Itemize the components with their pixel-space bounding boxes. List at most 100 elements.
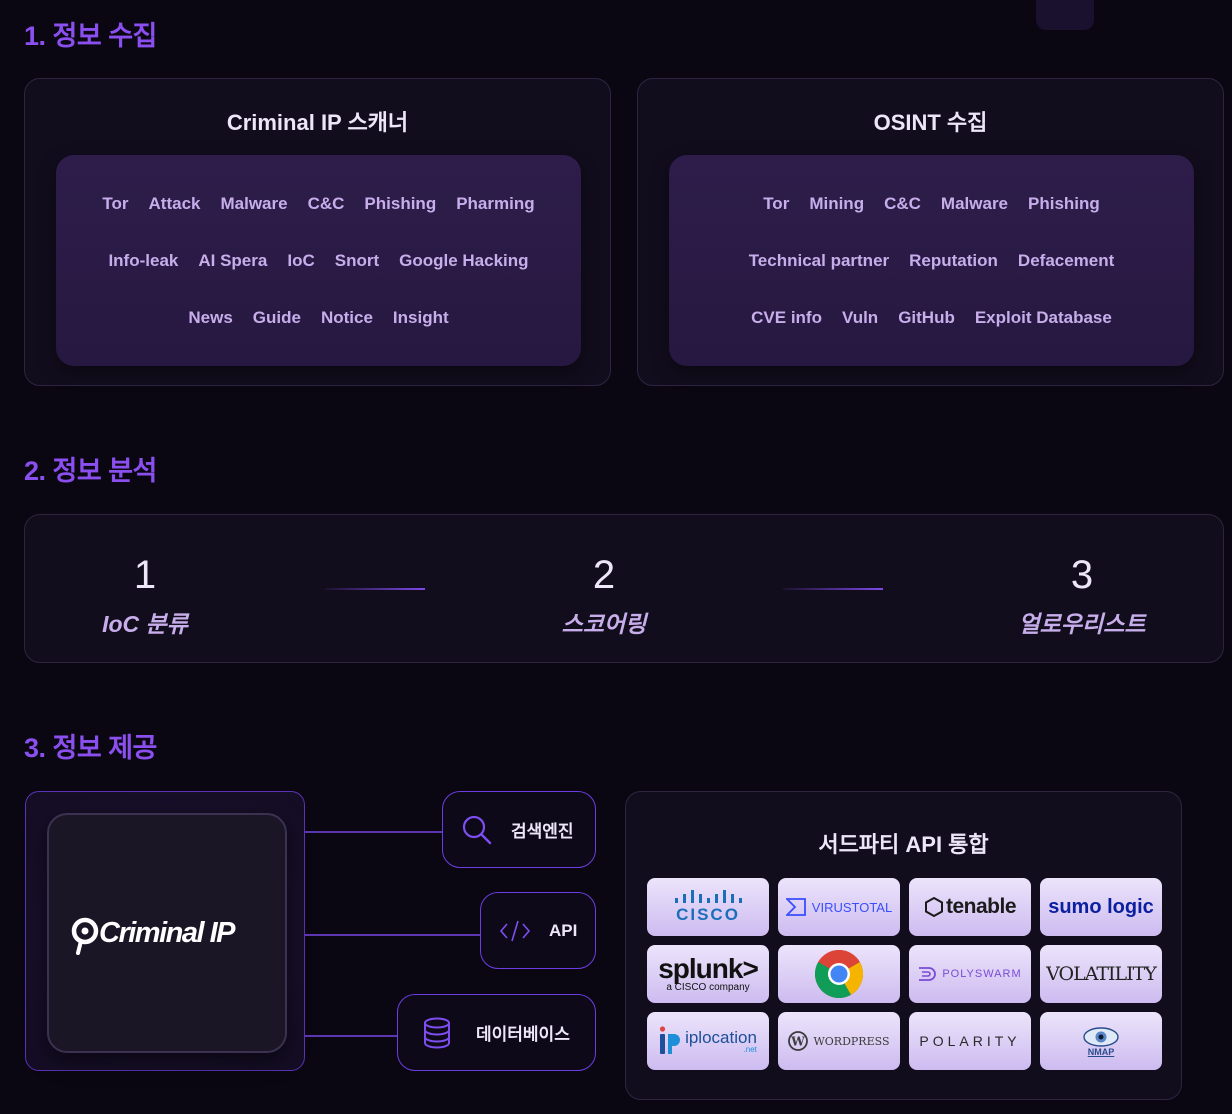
tag[interactable]: C&C [307, 194, 345, 213]
step-ioc: 1 IoC 분류 [45, 555, 245, 639]
third-party-api-card: 서드파티 API 통합 CISCO VIRUSTOTAL tenable sum… [625, 791, 1182, 1100]
tile-text: WORDPRESS [813, 1034, 890, 1048]
svg-text:W: W [791, 1035, 806, 1049]
connector-line [305, 831, 443, 833]
tenable-logo-tile[interactable]: tenable [909, 878, 1031, 936]
tag[interactable]: IoC [287, 251, 315, 270]
criminal-ip-logo: Criminal IP [49, 911, 285, 965]
tile-text: VIRUSTOTAL [811, 899, 893, 915]
tag[interactable]: Insight [392, 308, 449, 327]
cisco-logo-tile[interactable]: CISCO [647, 878, 769, 936]
osint-tag-row-3: CVE info Vuln GitHub Exploit Database [669, 308, 1194, 328]
step-label: 스코어링 [561, 611, 647, 637]
tag[interactable]: Tor [102, 194, 129, 213]
cisco-bars-icon [675, 890, 742, 903]
scanner-tag-row-1: Tor Attack Malware C&C Phishing Pharming [56, 194, 581, 214]
scanner-card: Criminal IP 스캐너 Tor Attack Malware C&C P… [24, 78, 611, 386]
tag[interactable]: Malware [220, 194, 288, 213]
tile-text: POLYSWARM [942, 968, 1022, 980]
tile-text: splunk> [658, 953, 759, 984]
step-scoring: 2 스코어링 [504, 555, 704, 639]
wordpress-icon: W [788, 1031, 809, 1051]
search-engine-label: 검색엔진 [511, 822, 574, 841]
osint-tag-row-1: Tor Mining C&C Malware Phishing [669, 194, 1194, 214]
tile-text: tenable [945, 895, 1017, 918]
tag[interactable]: Exploit Database [974, 308, 1112, 327]
step-label: 얼로우리스트 [1018, 611, 1146, 637]
tag[interactable]: Info-leak [108, 251, 179, 270]
analysis-steps-card: 1 IoC 분류 2 스코어링 3 얼로우리스트 [24, 514, 1224, 663]
api-label: API [549, 920, 578, 940]
tag[interactable]: Phishing [364, 194, 437, 213]
splunk-logo-tile[interactable]: splunk> a CISCO company [647, 945, 769, 1003]
step-number: 3 [1070, 553, 1094, 597]
tile-text: CISCO [676, 905, 740, 924]
tag[interactable]: Pharming [456, 194, 535, 213]
tag[interactable]: News [188, 308, 233, 327]
virustotal-icon [785, 898, 806, 916]
polyswarm-icon [919, 967, 937, 981]
nmap-eye-icon [1083, 1026, 1119, 1047]
tag[interactable]: C&C [884, 194, 921, 213]
tag[interactable]: Snort [334, 251, 380, 270]
sumo-logic-logo-tile[interactable]: sumo logic [1040, 878, 1162, 936]
tag[interactable]: Vuln [841, 308, 879, 327]
connector-line [305, 1035, 398, 1037]
tag[interactable]: Attack [148, 194, 201, 213]
nmap-logo-tile[interactable]: NMAP [1040, 1012, 1162, 1070]
logo-wordmark: Criminal IP [99, 917, 236, 949]
step-number: 2 [592, 553, 616, 597]
chrome-logo-tile[interactable] [778, 945, 900, 1003]
osint-tag-box: Tor Mining C&C Malware Phishing Technica… [669, 155, 1194, 366]
scanner-tag-row-2: Info-leak AI Spera IoC Snort Google Hack… [56, 251, 581, 271]
tag[interactable]: AI Spera [198, 251, 268, 270]
tag[interactable]: Mining [809, 194, 865, 213]
tag[interactable]: Defacement [1017, 251, 1115, 270]
tag[interactable]: Reputation [909, 251, 998, 270]
tile-text: POLARITY [919, 1033, 1021, 1049]
osint-card: OSINT 수집 Tor Mining C&C Malware Phishing… [637, 78, 1224, 386]
chrome-icon [814, 949, 864, 999]
virustotal-logo-tile[interactable]: VIRUSTOTAL [778, 878, 900, 936]
tile-text: sumo logic [1048, 895, 1154, 918]
api-pill[interactable]: API [480, 892, 596, 969]
criminal-ip-core-inner: Criminal IP [47, 813, 287, 1053]
osint-title: OSINT 수집 [873, 110, 988, 135]
decorative-glow [1036, 0, 1094, 30]
polyswarm-logo-tile[interactable]: POLYSWARM [909, 945, 1031, 1003]
wordpress-logo-tile[interactable]: W WORDPRESS [778, 1012, 900, 1070]
section-title-analysis: 2. 정보 분석 [24, 456, 157, 486]
tag[interactable]: Tor [763, 194, 790, 213]
criminal-ip-core: Criminal IP [25, 791, 305, 1071]
section-title-collect: 1. 정보 수집 [24, 21, 157, 51]
database-pill[interactable]: 데이터베이스 [397, 994, 596, 1071]
tile-text: VOLATILITY [1046, 963, 1157, 985]
step-connector [783, 588, 883, 590]
code-icon [499, 919, 531, 943]
volatility-logo-tile[interactable]: VOLATILITY [1040, 945, 1162, 1003]
tag[interactable]: CVE info [751, 308, 822, 327]
tag[interactable]: Malware [940, 194, 1009, 213]
connector-line [305, 934, 481, 936]
tag[interactable]: Technical partner [748, 251, 890, 270]
section-title-provide: 3. 정보 제공 [24, 733, 157, 763]
tile-subtext: .net [743, 1044, 757, 1054]
tag[interactable]: Phishing [1028, 194, 1100, 213]
search-icon [461, 814, 493, 846]
tile-subtext: a CISCO company [666, 982, 750, 993]
tag[interactable]: GitHub [898, 308, 955, 327]
criminal-ip-logo-mark: Criminal IP [71, 917, 238, 955]
step-connector [325, 588, 425, 590]
polarity-logo-tile[interactable]: POLARITY [909, 1012, 1031, 1070]
third-party-title: 서드파티 API 통합 [818, 832, 989, 857]
osint-tag-row-2: Technical partner Reputation Defacement [669, 251, 1194, 271]
tag[interactable]: Google Hacking [399, 251, 529, 270]
tag[interactable]: Guide [252, 308, 301, 327]
tenable-icon [924, 897, 943, 917]
tag[interactable]: Notice [320, 308, 373, 327]
tile-text: NMAP [1087, 1046, 1115, 1057]
database-label: 데이터베이스 [476, 1025, 570, 1044]
iplocation-logo-tile[interactable]: iplocation .net [647, 1012, 769, 1070]
step-number: 1 [133, 553, 157, 597]
search-engine-pill[interactable]: 검색엔진 [442, 791, 596, 868]
